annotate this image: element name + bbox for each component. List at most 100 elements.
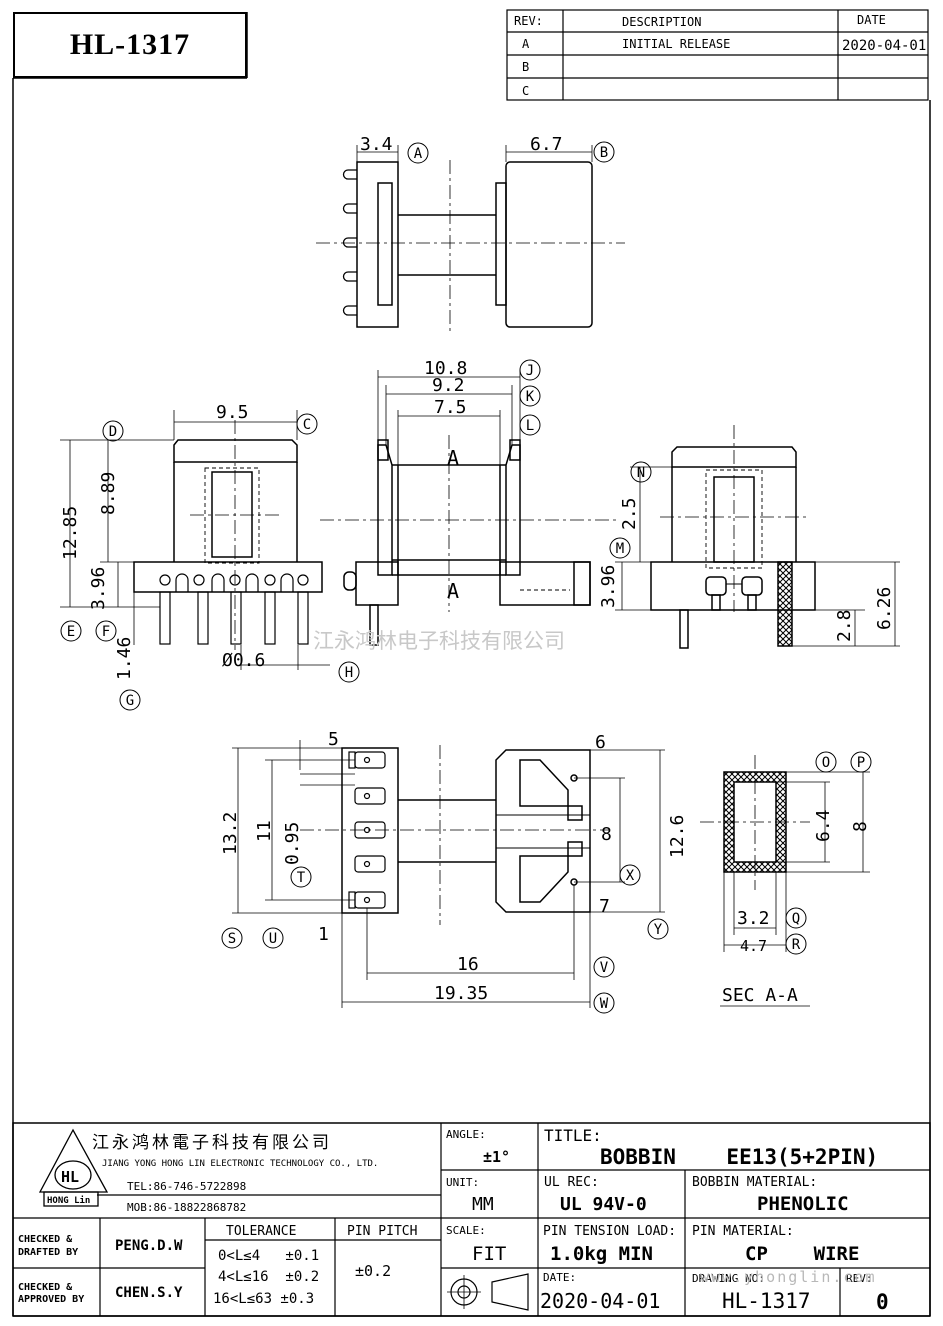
- dim-1-46: 1.46: [114, 637, 135, 680]
- callout-h: H: [345, 665, 353, 681]
- section-a-a-label: SEC A-A: [722, 985, 798, 1006]
- dim-3-4: 3.4: [360, 134, 393, 155]
- dim-9-5: 9.5: [216, 402, 249, 423]
- callout-k: K: [526, 389, 535, 405]
- unit-value: MM: [472, 1194, 494, 1215]
- callout-a: A: [414, 146, 423, 162]
- company-tel: TEL:86-746-5722898: [127, 1180, 246, 1193]
- rev-header: REV:: [514, 14, 543, 28]
- pin-pitch-label: PIN PITCH: [347, 1224, 417, 1239]
- section-label-a-top: A: [447, 446, 459, 470]
- watermark-text: 江永鸿林电子科技有限公司: [313, 629, 565, 653]
- rev-value: 0: [876, 1290, 889, 1314]
- dim-3-2: 3.2: [737, 908, 770, 929]
- rev-b: B: [522, 60, 529, 74]
- angle-label: ANGLE:: [446, 1128, 486, 1141]
- pin-pitch-value: ±0.2: [355, 1262, 391, 1280]
- dim-10-8: 10.8: [424, 358, 467, 379]
- ul-value: UL 94V-0: [560, 1194, 647, 1215]
- rev-a: A: [522, 37, 530, 51]
- callout-c: C: [303, 417, 311, 433]
- dim-8-89: 8.89: [98, 472, 119, 515]
- company-mob: MOB:86-18822868782: [127, 1201, 246, 1214]
- checked-drafted-label-1: CHECKED &: [18, 1234, 73, 1245]
- watermark-url: www.yhonglin.com: [700, 1268, 877, 1286]
- callout-m: M: [616, 541, 624, 557]
- pin-number-5: 5: [328, 729, 339, 750]
- title-block: [12, 1122, 931, 1317]
- pin-number-7: 7: [599, 896, 610, 917]
- callout-g: G: [126, 693, 134, 709]
- top-view: [316, 145, 625, 335]
- front-view: [60, 410, 330, 670]
- company-name-cn: 江永鸿林電子科技有限公司: [92, 1133, 332, 1153]
- checked-approved-label-1: CHECKED &: [18, 1282, 73, 1293]
- pin-number-1: 1: [318, 924, 329, 945]
- right-side-view: [615, 425, 900, 649]
- tension-value: 1.0kg MIN: [550, 1243, 653, 1265]
- rev-a-description: INITIAL RELEASE: [622, 37, 730, 51]
- tolerance-row-2: 4<L≤16 ±0.2: [218, 1269, 319, 1285]
- dim-19-35: 19.35: [434, 983, 488, 1004]
- rev-c: C: [522, 84, 529, 98]
- dim-12-6: 12.6: [667, 815, 688, 858]
- angle-value: ±1°: [483, 1148, 510, 1166]
- dim-12-85: 12.85: [60, 506, 81, 560]
- dim-8-inner: 8: [601, 824, 612, 845]
- section-a-a-view: [700, 755, 870, 1007]
- callout-j: J: [526, 363, 534, 379]
- bottom-view: [232, 740, 665, 1008]
- callout-b: B: [600, 145, 608, 161]
- material-value: PHENOLIC: [757, 1193, 849, 1215]
- dim-16: 16: [457, 954, 479, 975]
- tolerance-label: TOLERANCE: [226, 1224, 296, 1239]
- callout-d: D: [109, 424, 117, 440]
- dim-2-5: 2.5: [619, 497, 640, 530]
- callout-bubbles: A B C D E F G H J K L N M S U T X Y V W …: [60, 141, 872, 1014]
- checked-drafted-value: PENG.D.W: [115, 1238, 183, 1254]
- logo-text: HL: [61, 1168, 79, 1186]
- checked-approved-value: CHEN.S.Y: [115, 1285, 183, 1301]
- callout-w: W: [600, 996, 609, 1012]
- company-name-en: JIANG YONG HONG LIN ELECTRONIC TECHNOLOG…: [102, 1159, 378, 1169]
- logo-subtext: HONG Lin: [47, 1195, 90, 1206]
- callout-f: F: [102, 624, 110, 640]
- callout-u: U: [269, 931, 277, 947]
- pin-material-label: PIN MATERIAL:: [692, 1224, 794, 1239]
- pin-material-value: CP WIRE: [745, 1243, 859, 1265]
- dim-0-95: 0.95: [282, 822, 303, 865]
- callout-s: S: [228, 931, 236, 947]
- date-label: DATE:: [543, 1271, 576, 1284]
- dim-6-4: 6.4: [813, 809, 834, 842]
- callout-q: Q: [792, 911, 800, 927]
- rev-a-date: 2020-04-01: [842, 38, 926, 54]
- material-label: BOBBIN MATERIAL:: [692, 1175, 817, 1190]
- drawing-no-value: HL-1317: [722, 1289, 811, 1313]
- description-header: DESCRIPTION: [622, 15, 701, 29]
- dim-4-7: 4.7: [740, 937, 767, 955]
- scale-value: FIT: [472, 1243, 506, 1265]
- dim-6-26: 6.26: [874, 587, 895, 630]
- pin-number-6: 6: [595, 732, 606, 753]
- callout-p: P: [857, 755, 865, 771]
- callout-v: V: [600, 960, 609, 976]
- callout-n: N: [637, 465, 645, 481]
- date-value: 2020-04-01: [540, 1289, 660, 1313]
- callout-e: E: [67, 624, 75, 640]
- callout-r: R: [792, 937, 801, 953]
- callout-y: Y: [654, 922, 663, 938]
- tension-label: PIN TENSION LOAD:: [543, 1224, 676, 1239]
- checked-approved-label-2: APPROVED BY: [18, 1294, 84, 1305]
- dim-2-8: 2.8: [834, 609, 855, 642]
- dim-6-7: 6.7: [530, 134, 563, 155]
- dim-8-outer: 8: [850, 821, 871, 832]
- checked-drafted-label-2: DRAFTED BY: [18, 1247, 78, 1258]
- title-value: BOBBIN EE13(5+2PIN): [600, 1145, 878, 1169]
- callout-t: T: [297, 870, 306, 886]
- scale-label: SCALE:: [446, 1224, 486, 1237]
- dim-3-96-left: 3.96: [88, 567, 109, 610]
- callout-x: X: [626, 868, 635, 884]
- dim-13-2: 13.2: [220, 812, 241, 855]
- revision-table: [506, 9, 929, 101]
